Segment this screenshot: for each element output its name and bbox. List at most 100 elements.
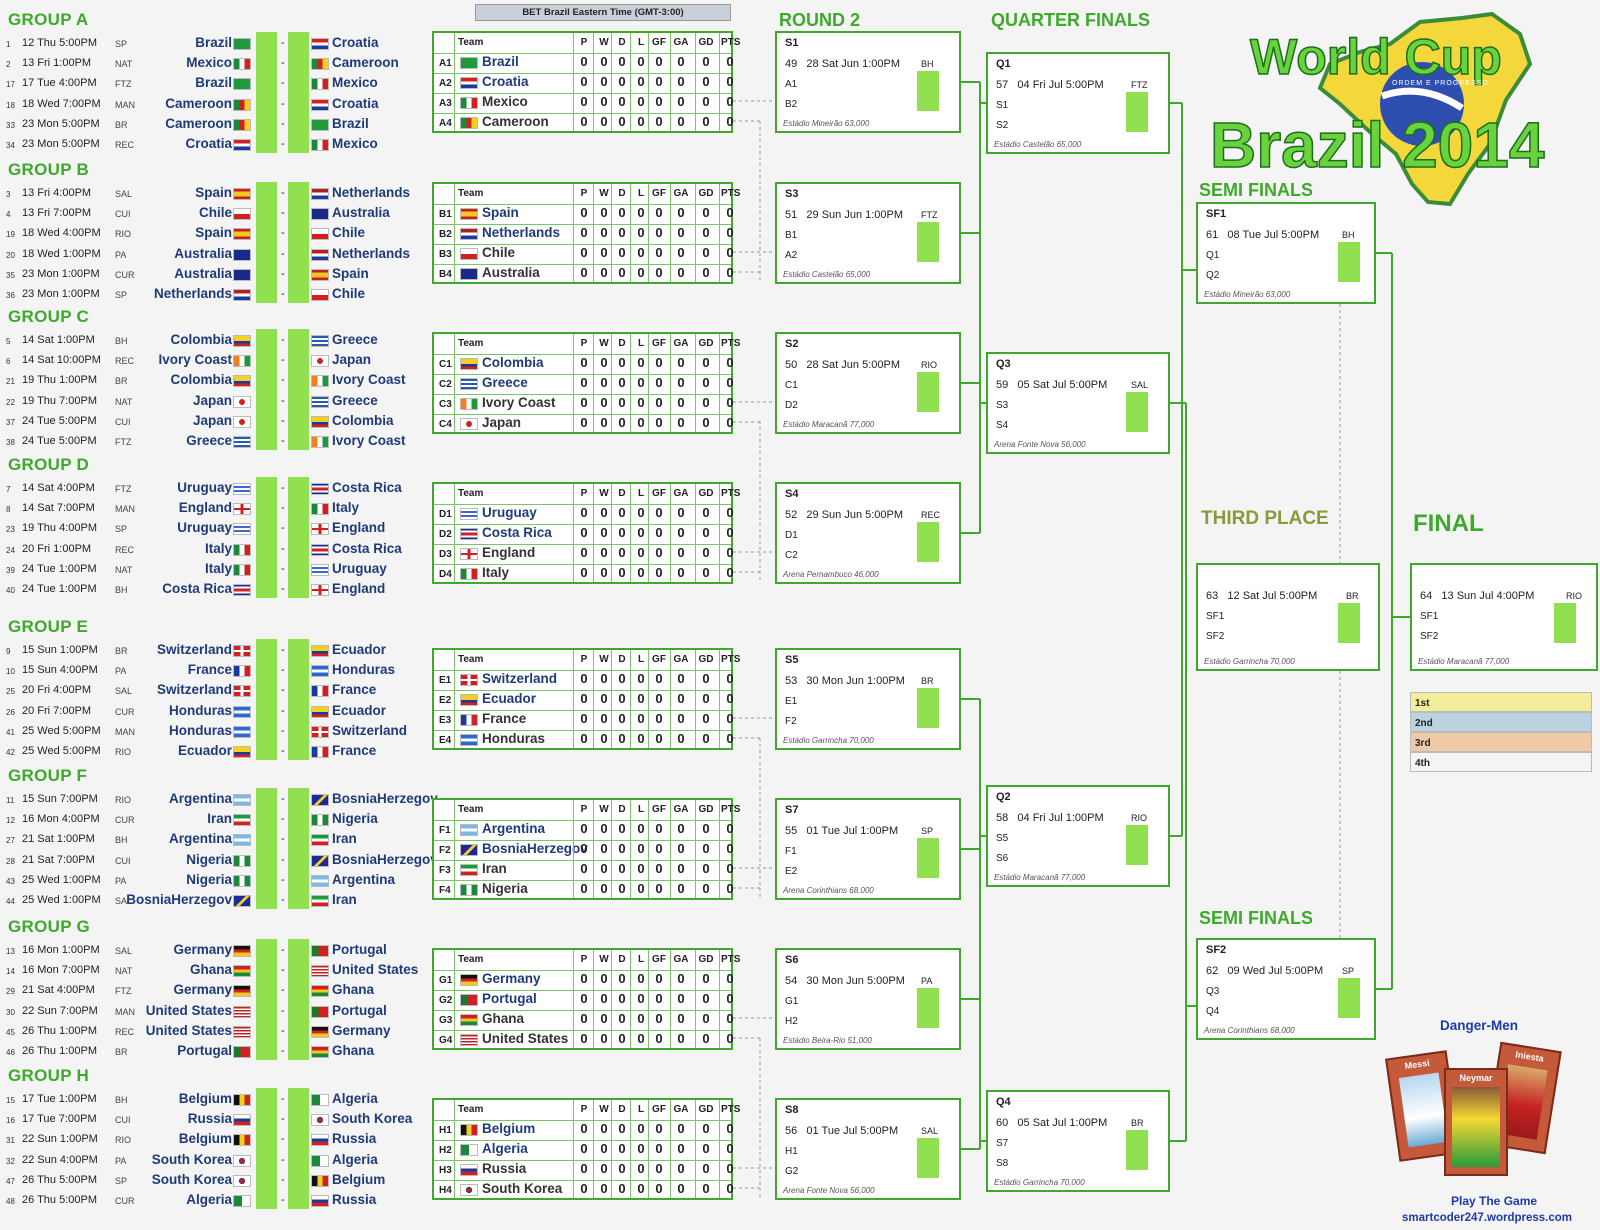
home-score-column[interactable] — [256, 32, 277, 153]
column-header-w: W — [599, 954, 609, 965]
score-box[interactable] — [1338, 603, 1360, 643]
stat-gf: 0 — [655, 881, 663, 896]
home-score-column[interactable] — [256, 477, 277, 598]
away-score-column[interactable] — [288, 32, 309, 153]
slot-1: S3 — [996, 400, 1009, 411]
away-score-column[interactable] — [288, 639, 309, 760]
belgium-flag-icon — [311, 1174, 329, 1187]
score-box[interactable] — [1554, 603, 1576, 643]
home-score-column[interactable] — [256, 1088, 277, 1209]
score-box[interactable] — [917, 222, 939, 262]
home-score-column[interactable] — [256, 182, 277, 303]
away-score-column[interactable] — [288, 329, 309, 450]
stat-gf: 0 — [655, 525, 663, 540]
away-score-column[interactable] — [288, 939, 309, 1060]
score-box[interactable] — [917, 1138, 939, 1178]
column-header-gd: GD — [698, 488, 714, 499]
score-box[interactable] — [1126, 392, 1148, 432]
away-score-column[interactable] — [288, 182, 309, 303]
away-score-column[interactable] — [288, 1088, 309, 1209]
score-box[interactable] — [1126, 825, 1148, 865]
score-box[interactable] — [917, 522, 939, 562]
score-box[interactable] — [917, 71, 939, 111]
home-team: Nigeria — [186, 871, 232, 887]
table-team-name: France — [482, 711, 527, 726]
score-box[interactable] — [1126, 92, 1148, 132]
match-number: 29 — [6, 987, 15, 997]
website-link[interactable]: smartcoder247.wordpress.com — [1402, 1212, 1573, 1224]
score-box[interactable] — [1338, 242, 1360, 282]
score-box[interactable] — [917, 372, 939, 412]
away-score-column[interactable] — [288, 477, 309, 598]
home-score-column[interactable] — [256, 939, 277, 1060]
player-card-neymar[interactable]: Neymar — [1444, 1068, 1508, 1176]
play-the-game-link[interactable]: Play The Game — [1451, 1194, 1538, 1208]
england-flag-icon — [460, 548, 478, 560]
mexico-flag-icon — [311, 78, 329, 91]
score-box[interactable] — [917, 688, 939, 728]
russia-flag-icon — [311, 1134, 329, 1147]
home-score-column[interactable] — [256, 639, 277, 760]
score-box[interactable] — [1126, 1130, 1148, 1170]
stat-gf: 0 — [655, 711, 663, 726]
danger-men-cards[interactable]: Messi Iniesta Neymar — [1385, 1040, 1572, 1180]
score-box[interactable] — [917, 838, 939, 878]
away-score-column[interactable] — [288, 788, 309, 909]
home-score-column[interactable] — [256, 788, 277, 909]
home-score-column[interactable] — [256, 329, 277, 450]
stat-d: 0 — [618, 225, 626, 240]
score-box[interactable] — [917, 988, 939, 1028]
score-box[interactable] — [1338, 978, 1360, 1018]
stat-gd: 0 — [702, 205, 710, 220]
